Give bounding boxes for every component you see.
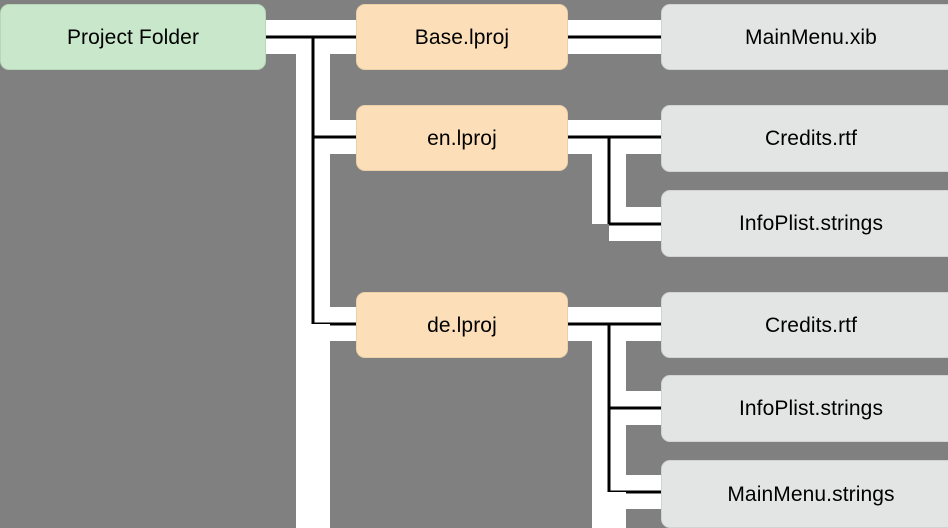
node-de-lproj-label: de.lproj <box>427 313 497 337</box>
node-de-mainmenu-strings[interactable]: MainMenu.strings <box>661 460 948 528</box>
node-de-infoplist-strings[interactable]: InfoPlist.strings <box>661 375 948 442</box>
edge-group-en-to-files <box>568 120 661 241</box>
node-de-credits-rtf-label: Credits.rtf <box>764 313 858 337</box>
node-de-infoplist-strings-label: InfoPlist.strings <box>738 397 884 420</box>
node-en-infoplist-strings-label: InfoPlist.strings <box>738 212 884 235</box>
halo-trunk-tails <box>296 324 626 528</box>
node-en-lproj-label: en.lproj <box>427 126 497 150</box>
node-base-lproj-label: Base.lproj <box>414 25 510 49</box>
node-en-credits-rtf-label: Credits.rtf <box>764 127 858 150</box>
node-de-lproj[interactable]: de.lproj <box>356 292 568 358</box>
node-mainmenu-xib[interactable]: MainMenu.xib <box>661 4 948 70</box>
node-project-folder-label: Project Folder <box>66 25 200 49</box>
node-de-credits-rtf[interactable]: Credits.rtf <box>661 292 948 358</box>
node-en-credits-rtf[interactable]: Credits.rtf <box>661 105 948 172</box>
edge-group-project-to-lproj <box>266 20 356 341</box>
node-en-infoplist-strings[interactable]: InfoPlist.strings <box>661 190 948 257</box>
node-project-folder[interactable]: Project Folder <box>0 4 266 70</box>
node-mainmenu-xib-label: MainMenu.xib <box>745 25 877 49</box>
node-en-lproj[interactable]: en.lproj <box>356 105 568 171</box>
edge-group-de-to-files <box>568 307 661 509</box>
node-de-mainmenu-strings-label: MainMenu.strings <box>727 482 895 506</box>
node-base-lproj[interactable]: Base.lproj <box>356 4 568 70</box>
